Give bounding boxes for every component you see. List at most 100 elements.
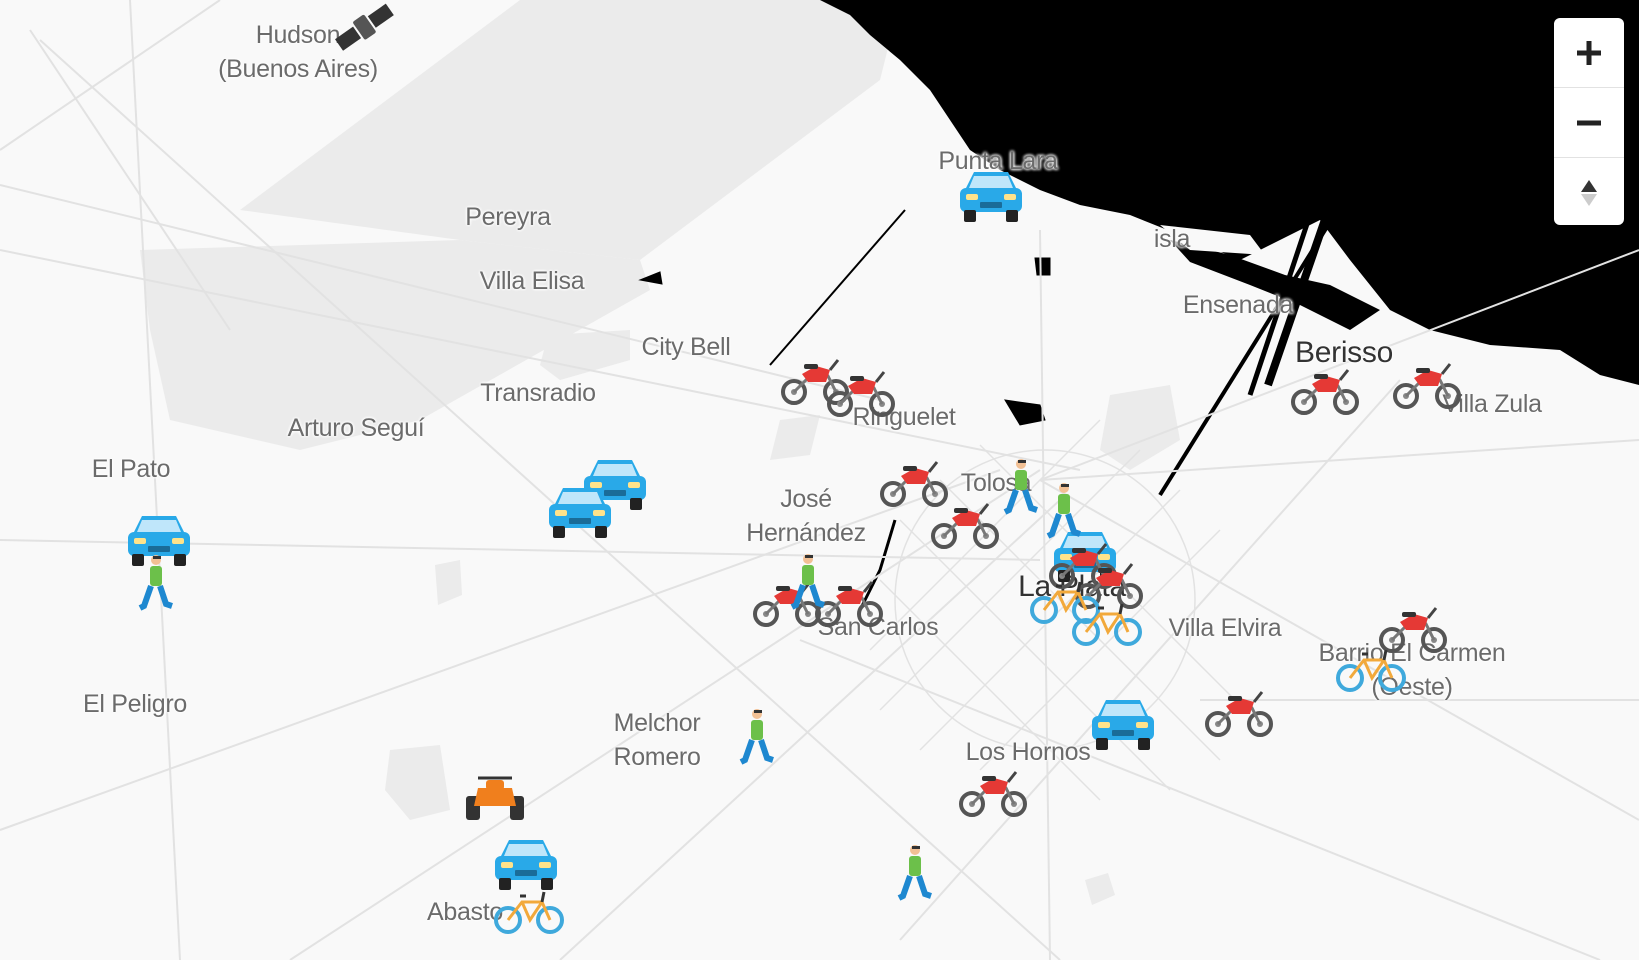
place-label-ensenada: Ensenada [1182,288,1294,322]
place-label-line: Ensenada [1182,291,1294,319]
bike-marker[interactable] [494,880,564,936]
car-marker[interactable] [124,512,194,568]
place-label-line: Los Hornos [965,738,1091,766]
compass-button[interactable] [1554,158,1624,227]
moto-marker[interactable] [1204,684,1274,740]
moto-icon [781,359,849,405]
place-label-line: isla [1153,225,1191,253]
bike-marker[interactable] [1072,592,1142,648]
walker-icon [138,555,173,611]
minus-icon [1577,120,1601,125]
car-icon [549,488,611,538]
zoom-in-button[interactable] [1554,18,1624,88]
walker-icon [1003,459,1038,515]
place-label-line: Villa Elisa [479,267,585,295]
place-label-line: City Bell [641,333,731,361]
place-label-line: (Buenos Aires) [218,55,378,83]
walker-icon [739,709,774,765]
walker-icon [1046,483,1081,539]
bike-marker[interactable] [1336,638,1406,694]
moto-marker[interactable] [814,574,884,630]
place-label-hudson: Hudson (Buenos Aires) [218,18,378,86]
car-icon [495,840,557,890]
moto-icon [753,581,821,627]
zoom-out-button[interactable] [1554,88,1624,158]
car-marker[interactable] [545,484,615,540]
place-label-line: El Peligro [83,690,187,718]
walker-marker[interactable] [879,845,949,902]
moto-marker[interactable] [930,496,1000,552]
place-label-line: Pereyra [465,203,551,231]
place-label-line: Berisso [1295,336,1393,369]
moto-icon [1379,607,1447,653]
place-label-line: El Pato [91,455,171,483]
moto-icon [880,461,948,507]
place-label-transradio: Transradio [480,376,596,410]
walker-marker[interactable] [120,555,190,612]
place-label-line: Barrio El Carmen [1318,639,1506,667]
place-label-el-peligro: El Peligro [83,687,187,721]
place-label-villa-elisa: Villa Elisa [480,264,585,298]
satellite-marker[interactable] [330,0,400,56]
place-label-line: Hernández [746,519,866,547]
walker-marker[interactable] [1028,483,1098,540]
moto-icon [1291,369,1359,415]
moto-icon [959,771,1027,817]
walker-marker[interactable] [772,554,842,611]
place-label-villa-elvira: Villa Elvira [1169,611,1282,645]
plus-icon [1577,40,1601,65]
car-icon [960,172,1022,222]
place-label-abasto: Abasto [427,895,503,929]
place-label-line: Arturo Seguí [287,414,425,442]
place-label-barrio-el-carmen: Barrio El Carmen(Oeste) [1319,636,1506,704]
moto-icon [1205,691,1273,737]
moto-marker[interactable] [1290,362,1360,418]
moto-icon [1393,363,1461,409]
place-label-city-bell: City Bell [642,330,731,364]
place-label-line: Romero [613,743,701,771]
walker-marker[interactable] [721,709,791,766]
place-label-el-pato: El Pato [92,452,171,486]
bike-icon [1072,603,1142,646]
moto-icon [815,581,883,627]
moto-marker[interactable] [958,764,1028,820]
place-label-line: José [780,485,832,513]
bike-icon [1336,649,1406,692]
moto-marker[interactable] [780,352,850,408]
quad-icon [466,776,524,820]
place-label-punta-lara: Punta Lara [938,144,1058,178]
car-marker[interactable] [1088,696,1158,752]
satellite-icon [335,3,394,51]
place-label-line: Melchor [613,709,701,737]
place-label-arturo-segui: Arturo Seguí [288,411,425,445]
river-plate-water [820,0,1639,385]
place-label-los-hornos: Los Hornos [966,735,1091,769]
walker-icon [790,554,825,610]
car-marker[interactable] [956,168,1026,224]
place-label-line: Abasto [426,898,504,926]
canals [638,188,1352,611]
moto-marker[interactable] [1392,356,1462,412]
place-label-berisso: Berisso [1295,336,1393,370]
walker-marker[interactable] [985,459,1055,516]
place-label-line: Hudson [255,21,341,49]
compass-north-icon [1581,179,1597,206]
car-marker[interactable] [491,836,561,892]
car-icon [128,516,190,566]
walker-icon [897,845,932,901]
moto-marker[interactable] [826,364,896,420]
moto-icon [931,503,999,549]
moto-marker[interactable] [1378,600,1448,656]
moto-marker[interactable] [879,454,949,510]
place-label-line: Villa Elvira [1168,614,1282,642]
moto-marker[interactable] [752,574,822,630]
bike-icon [494,891,564,934]
park-areas [140,0,1180,905]
car-icon [1092,700,1154,750]
place-label-isla: isla [1153,222,1191,256]
quad-marker[interactable] [460,768,530,824]
